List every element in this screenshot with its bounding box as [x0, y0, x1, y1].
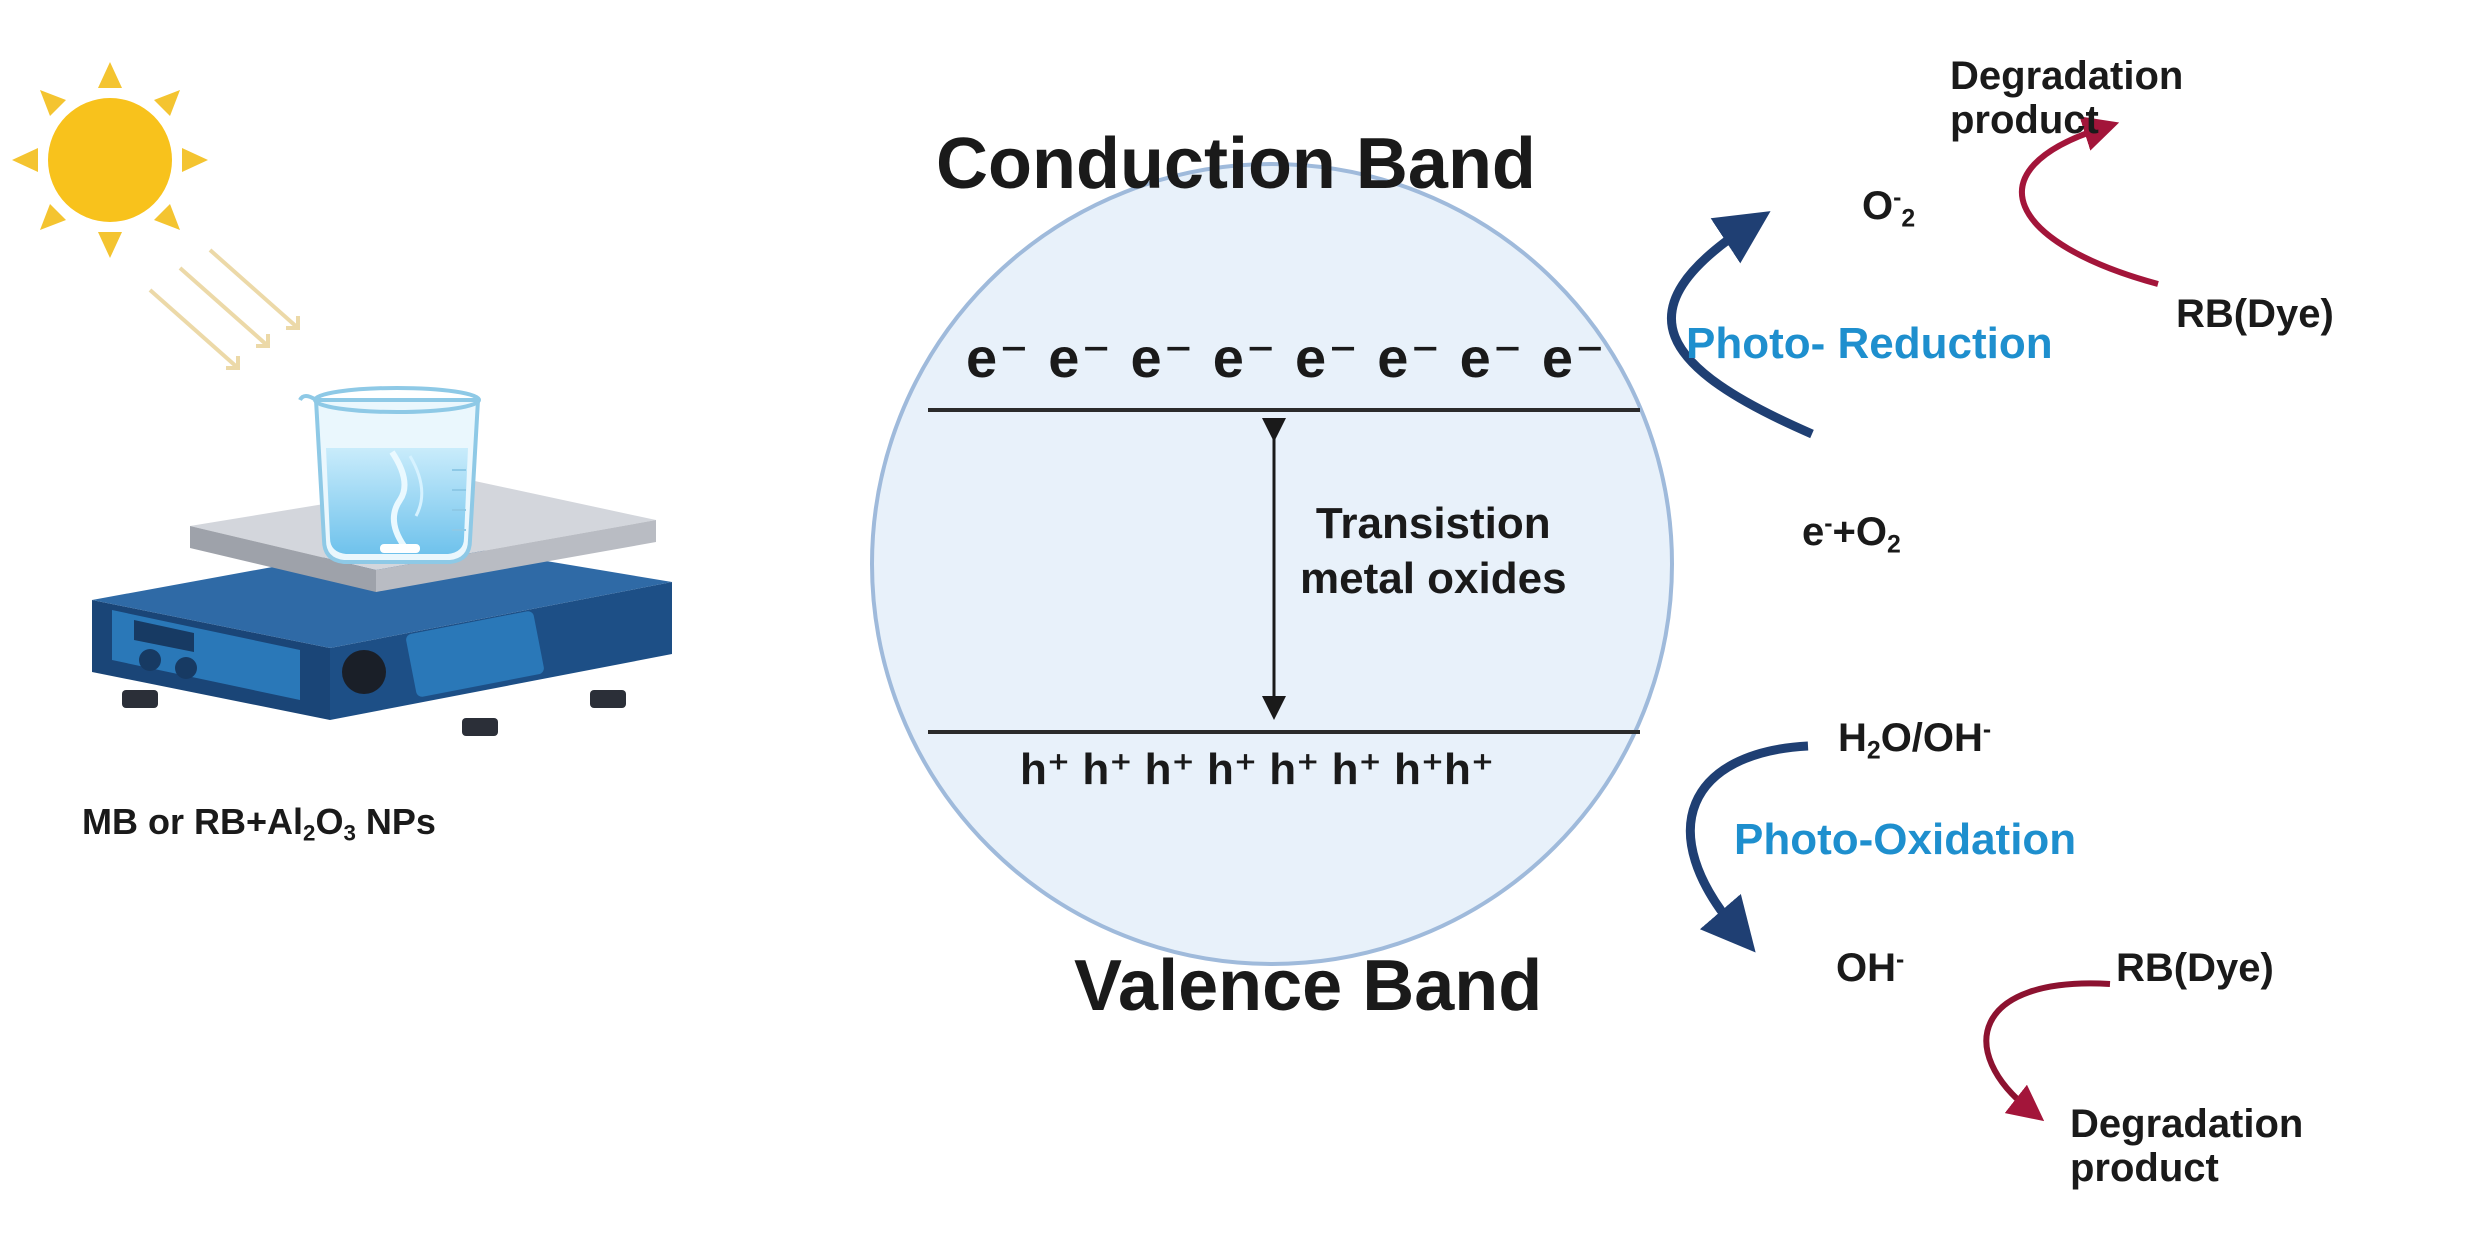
light-beam-icon [148, 248, 300, 370]
oxidation-product-label: Degradation product [2070, 1102, 2304, 1190]
valence-band-title: Valence Band [1074, 946, 1543, 1026]
water-hydroxide-label: H2O/OH- [1838, 716, 1992, 765]
reduction-product-label: Degradation product [1950, 54, 2184, 142]
reduction-dye-label: RB(Dye) [2176, 292, 2334, 336]
reduction-curve [1666, 211, 1814, 439]
oxidation-dye-curve [1983, 980, 2111, 1122]
setup-caption: MB or RB+Al2O3 NPs [82, 801, 436, 846]
conduction-band-title: Conduction Band [936, 124, 1536, 204]
oxidation-dye-label: RB(Dye) [2116, 946, 2274, 990]
electron-row: e⁻ e⁻ e⁻ e⁻ e⁻ e⁻ e⁻ e⁻ [966, 326, 1607, 389]
transition-metal-oxides-label: Transistion metal oxides [1300, 499, 1567, 603]
superoxide-radical-label: O-2 [1862, 184, 1916, 233]
hole-row: h⁺ h⁺ h⁺ h⁺ h⁺ h⁺ h⁺h⁺ [1020, 745, 1495, 794]
oxidation-curve [1685, 741, 1809, 953]
sun-icon [12, 62, 208, 258]
photo-reduction-label: Photo- Reduction [1686, 319, 2053, 368]
magnetic-stirrer-icon [92, 480, 672, 736]
electron-oxygen-label: e-+O2 [1802, 510, 1901, 559]
reduction-dye-curve [2019, 116, 2159, 287]
photo-oxidation-label: Photo-Oxidation [1734, 815, 2077, 864]
hydroxyl-radical-label: OH- [1836, 946, 1905, 990]
beaker-icon [298, 386, 481, 564]
